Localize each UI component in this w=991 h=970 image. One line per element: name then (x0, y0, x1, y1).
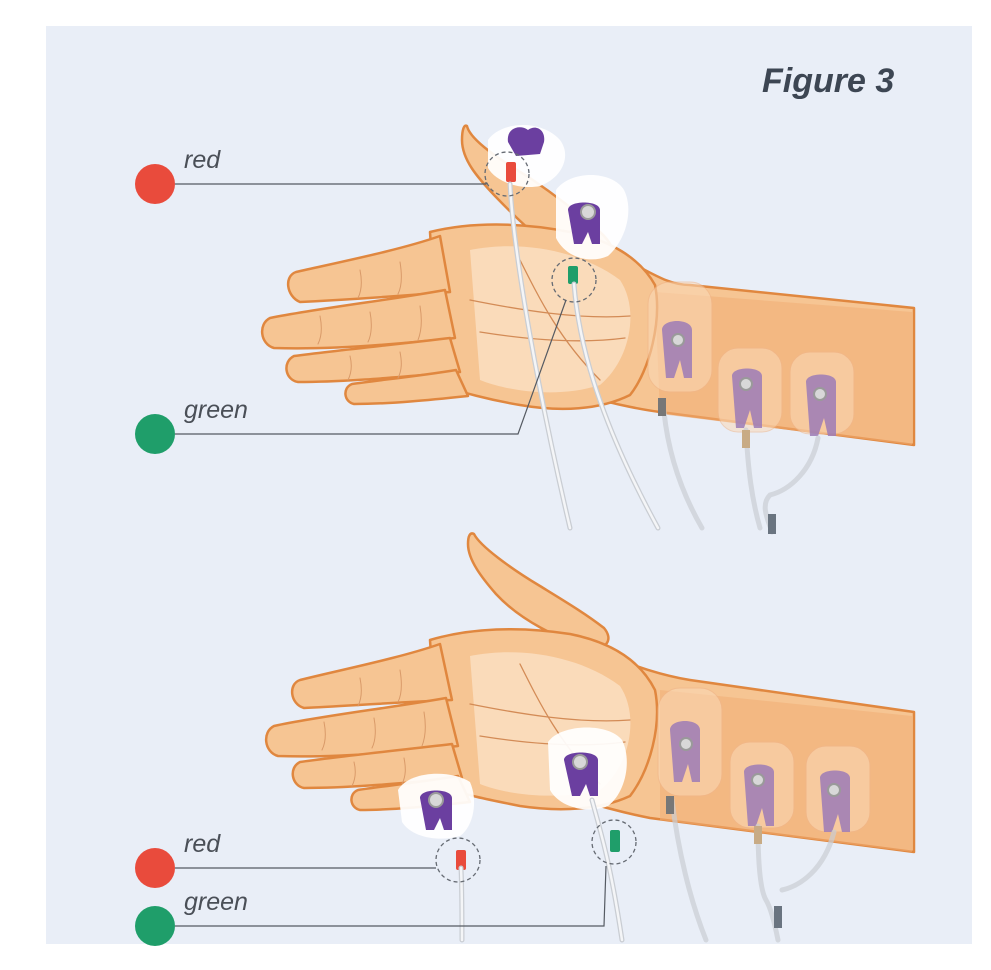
bottom-grey-marker (666, 796, 674, 814)
top-green-dot (135, 414, 175, 454)
bottom-ghost-electrode-3 (806, 746, 870, 832)
bottom-green-label: green (184, 888, 248, 916)
figure-title: Figure 3 (762, 62, 894, 100)
bottom-green-marker (610, 830, 620, 852)
top-red-dot (135, 164, 175, 204)
bottom-ghost-electrode-2 (730, 742, 794, 828)
top-blue-marker (768, 514, 776, 534)
bottom-ghost-electrode-1 (658, 688, 722, 796)
top-ghost-electrode-1 (648, 282, 712, 392)
bottom-red-label: red (184, 830, 221, 858)
bottom-tan-marker (754, 826, 762, 844)
bottom-blue-marker (774, 906, 782, 928)
top-tan-marker (742, 430, 750, 448)
top-ghost-electrode-2 (718, 348, 782, 432)
bottom-red-dot (135, 848, 175, 888)
top-red-label: red (184, 146, 221, 174)
top-green-label: green (184, 396, 248, 424)
top-red-marker (506, 162, 516, 182)
bottom-green-dot (135, 906, 175, 946)
top-grey-marker (658, 398, 666, 416)
top-green-marker (568, 266, 578, 284)
top-thumb-electrode (488, 125, 565, 187)
top-ghost-electrode-3 (790, 352, 854, 436)
